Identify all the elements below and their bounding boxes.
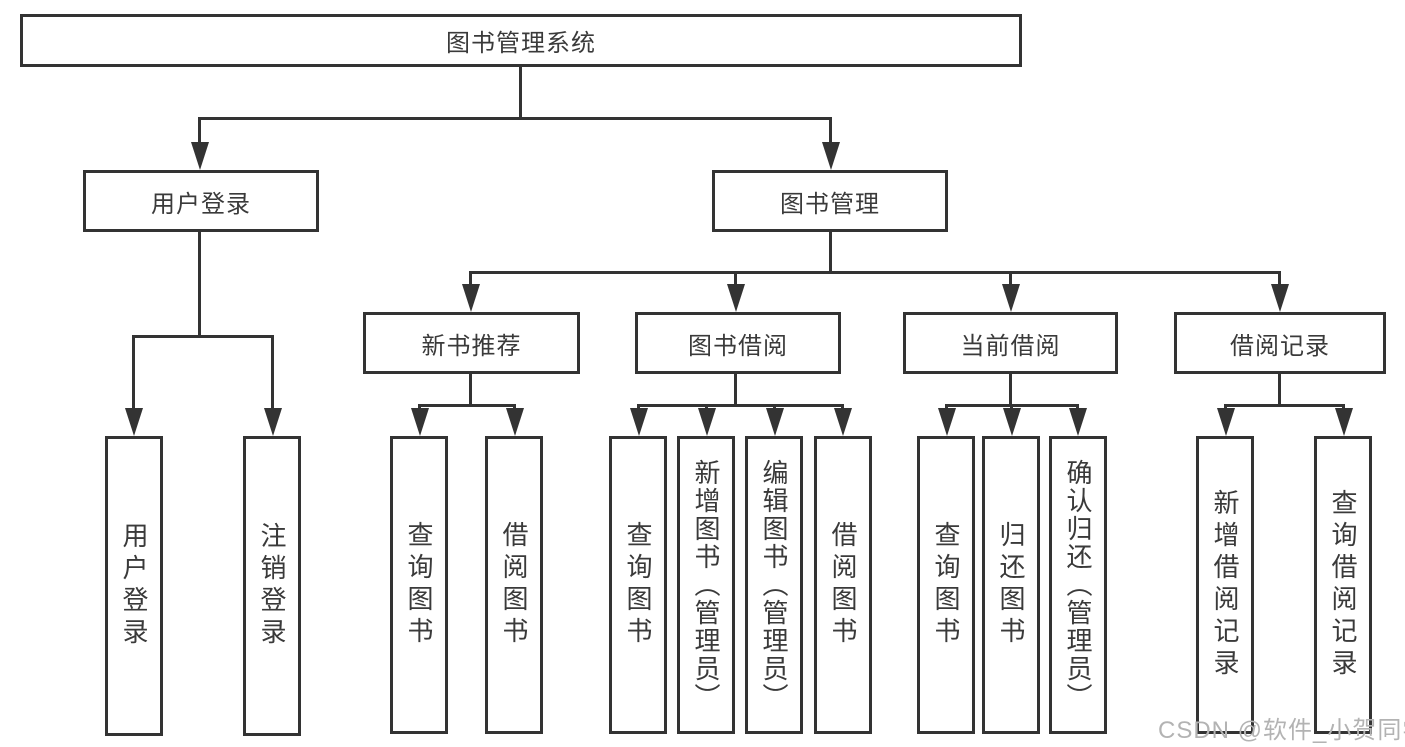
connector-stem-borrow-records [1278,271,1281,287]
arrow-down-icon [191,142,209,170]
leaf-cb-confirm-return-admin: 确认归还（管理员） [1049,436,1107,734]
leaf-bb-borrow-books: 借阅图书 [814,436,872,734]
connector-stem-user-login [198,117,201,147]
arrow-down-icon [125,408,143,436]
node-new-book-recommend: 新书推荐 [363,312,580,374]
connector-stem [469,374,472,407]
arrow-down-icon [1002,284,1020,312]
connector-level2-bus [198,117,832,120]
arrow-down-icon [766,408,784,436]
connector-stem-book-borrow [734,271,737,287]
connector-stem-leaf [271,335,274,412]
connector-stem [1278,374,1281,407]
leaf-br-query-record: 查询借阅记录 [1314,436,1372,734]
leaf-bb-edit-books-admin: 编辑图书（管理员） [745,436,803,734]
arrow-down-icon [462,284,480,312]
connector-stem-current-borrow [1009,271,1012,287]
connector-stem [734,374,737,407]
arrow-down-icon [1271,284,1289,312]
arrow-down-icon [506,408,524,436]
leaf-nbr-query-books: 查询图书 [390,436,448,734]
connector-stem-new-book [469,271,472,287]
connector-stem [1009,374,1012,407]
leaf-bb-add-books-admin: 新增图书（管理员） [677,436,735,734]
arrow-down-icon [1335,408,1353,436]
node-book-borrow: 图书借阅 [635,312,841,374]
leaf-nbr-borrow-books: 借阅图书 [485,436,543,734]
connector-stem-book-management [829,117,832,147]
connector-bus [418,404,516,407]
arrow-down-icon [630,408,648,436]
arrow-down-icon [822,142,840,170]
connector-bus [1224,404,1344,407]
connector-user-login-stem [198,232,201,338]
leaf-cb-query-books: 查询图书 [917,436,975,734]
leaf-br-add-record: 新增借阅记录 [1196,436,1254,734]
arrow-down-icon [264,408,282,436]
arrow-down-icon [1069,408,1087,436]
connector-book-management-stem [829,232,832,274]
arrow-down-icon [1003,408,1021,436]
arrow-down-icon [727,284,745,312]
arrow-down-icon [411,408,429,436]
connector-root-stem [519,67,522,120]
connector-level3-bus [469,271,1281,274]
node-borrow-records: 借阅记录 [1174,312,1386,374]
node-current-borrow: 当前借阅 [903,312,1118,374]
leaf-user-login: 用户登录 [105,436,163,736]
connector-user-login-bus [132,335,274,338]
connector-stem-leaf [132,335,135,412]
node-library-management-system: 图书管理系统 [20,14,1022,67]
connector-bus [637,404,844,407]
arrow-down-icon [698,408,716,436]
leaf-logout: 注销登录 [243,436,301,736]
arrow-down-icon [834,408,852,436]
node-book-management: 图书管理 [712,170,948,232]
arrow-down-icon [938,408,956,436]
csdn-watermark: CSDN @软件_小贺同学 [1158,717,1405,744]
leaf-cb-return-books: 归还图书 [982,436,1040,734]
leaf-bb-query-books: 查询图书 [609,436,667,734]
arrow-down-icon [1217,408,1235,436]
node-user-login-group: 用户登录 [83,170,319,232]
